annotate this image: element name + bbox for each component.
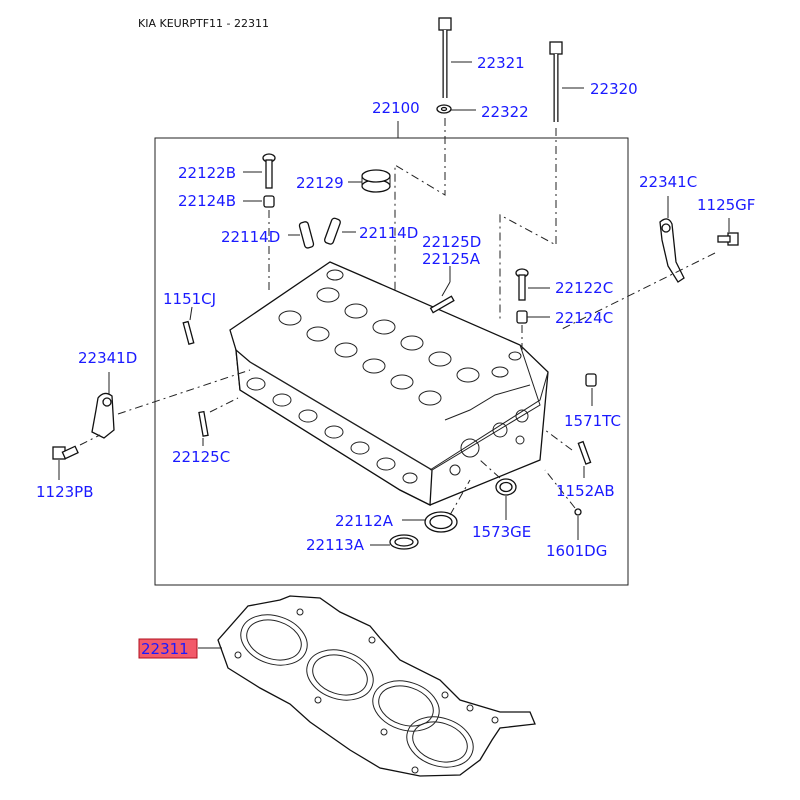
label-22124C[interactable]: 22124C <box>555 309 613 327</box>
label-22124B[interactable]: 22124B <box>178 192 236 210</box>
label-22125C[interactable]: 22125C <box>172 448 230 466</box>
label-22341C[interactable]: 22341C <box>639 173 697 191</box>
stud-1151CJ[interactable] <box>182 320 195 345</box>
stud-1152AB[interactable] <box>577 440 592 465</box>
label-22125A[interactable]: 22125A <box>422 250 481 268</box>
label-1601DG[interactable]: 1601DG <box>546 542 607 560</box>
label-22129[interactable]: 22129 <box>296 174 344 192</box>
label-1152AB[interactable]: 1152AB <box>556 482 615 500</box>
stud-22125D[interactable] <box>429 295 455 314</box>
ring-22112A[interactable] <box>424 511 458 533</box>
bolt-1123PB[interactable] <box>52 445 79 460</box>
dowel-22124B[interactable] <box>263 195 275 208</box>
stud-22125C[interactable] <box>198 410 209 437</box>
label-22320[interactable]: 22320 <box>590 80 638 98</box>
head-gasket-22311[interactable] <box>217 595 536 777</box>
diagram-title: KIA KEURPTF11 - 22311 <box>138 17 269 30</box>
label-22112A[interactable]: 22112A <box>335 512 394 530</box>
head-bolt-22321[interactable] <box>438 17 452 98</box>
label-22322[interactable]: 22322 <box>481 103 529 121</box>
seal-1573GE[interactable] <box>495 478 517 496</box>
label-22122B[interactable]: 22122B <box>178 164 236 182</box>
plug-22129[interactable] <box>361 169 391 193</box>
label-22100[interactable]: 22100 <box>372 99 420 117</box>
label-22125D[interactable]: 22125D <box>422 233 481 251</box>
label-1151CJ[interactable]: 1151CJ <box>163 290 216 308</box>
guide-22114D-right[interactable] <box>323 217 341 245</box>
label-22122C[interactable]: 22122C <box>555 279 613 297</box>
label-22341D[interactable]: 22341D <box>78 349 137 367</box>
label-22311[interactable]: 22311 <box>141 640 189 658</box>
ring-22113A[interactable] <box>389 534 419 550</box>
dowel-22124C[interactable] <box>516 310 528 324</box>
bolt-22122C[interactable] <box>515 268 529 301</box>
washer-22322[interactable] <box>436 104 452 114</box>
label-1123PB[interactable]: 1123PB <box>36 483 94 501</box>
cylinder-head-22100[interactable] <box>229 261 549 507</box>
label-1573GE[interactable]: 1573GE <box>472 523 531 541</box>
bracket-22341D[interactable] <box>91 392 115 439</box>
label-22113A[interactable]: 22113A <box>306 536 365 554</box>
assembly-frame <box>154 137 629 586</box>
label-22321[interactable]: 22321 <box>477 54 525 72</box>
bolt-22122B[interactable] <box>262 153 276 189</box>
pin-1601DG[interactable] <box>574 508 582 516</box>
highlight-box-22311 <box>138 638 198 659</box>
guide-22114D-left[interactable] <box>298 221 315 249</box>
head-bolt-22320[interactable] <box>549 41 563 122</box>
label-22114D-left[interactable]: 22114D <box>221 228 280 246</box>
label-1571TC[interactable]: 1571TC <box>564 412 621 430</box>
bracket-22341C[interactable] <box>659 218 685 283</box>
bolt-1125GF[interactable] <box>717 232 739 246</box>
label-1125GF[interactable]: 1125GF <box>697 196 755 214</box>
label-22114D-right[interactable]: 22114D <box>359 224 418 242</box>
plug-1571TC[interactable] <box>585 373 597 387</box>
